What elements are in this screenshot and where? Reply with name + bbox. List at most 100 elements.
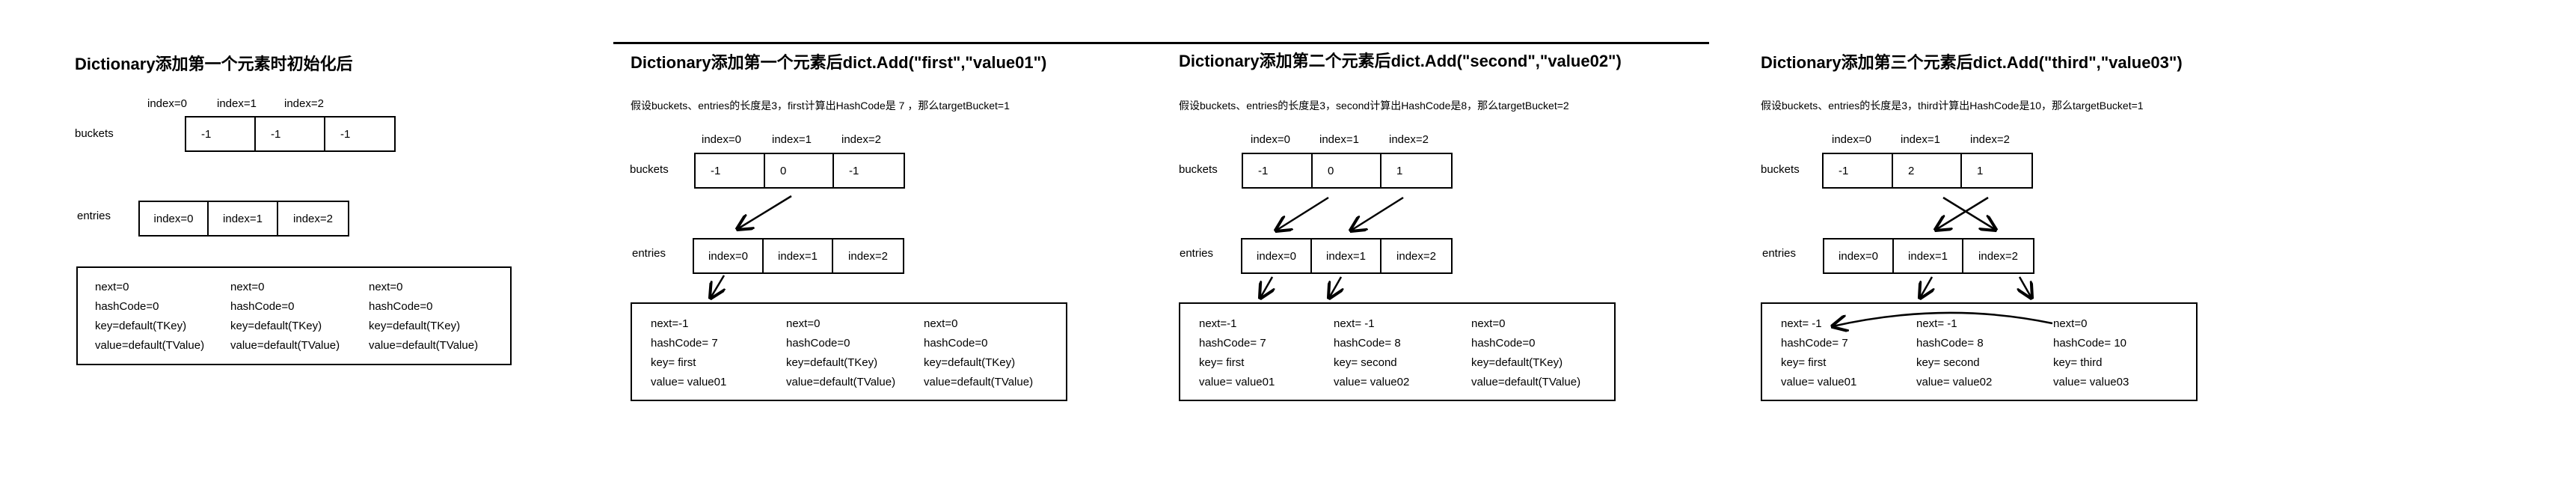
bucket-cell: -1 xyxy=(186,118,256,150)
bucket-index-label: index=0 xyxy=(702,133,741,146)
entry-hashcode: hashCode=0 xyxy=(95,300,159,313)
bucket-cell: 2 xyxy=(1893,154,1962,187)
entry-value: value=default(TValue) xyxy=(786,376,896,388)
bucket-index-label: index=1 xyxy=(1319,133,1359,146)
panel-initialized: Dictionary添加第一个元素时初始化后 buckets index=0 i… xyxy=(0,0,598,485)
bucket-index-label: index=2 xyxy=(1970,133,2010,146)
entries-detail-box xyxy=(1761,302,2198,401)
entries-detail-box xyxy=(1179,302,1616,401)
entry-detail: next=0 hashCode=0 key=default(TKey) valu… xyxy=(924,314,1033,392)
entry-key: key=default(TKey) xyxy=(924,356,1016,369)
buckets-array: -1 2 1 xyxy=(1822,153,2033,189)
entries-array: index=0 index=1 index=2 xyxy=(138,201,349,237)
entry-detail: next=0 hashCode= 10 key= third value= va… xyxy=(2053,314,2129,392)
entry-index-cell: index=2 xyxy=(1396,249,1436,263)
buckets-label: buckets xyxy=(75,127,114,140)
entry-value: value= value01 xyxy=(1199,376,1275,388)
bucket-index-label: index=0 xyxy=(1251,133,1290,146)
buckets-array: -1 -1 -1 xyxy=(185,116,396,152)
entry-hashcode: hashCode= 10 xyxy=(2053,337,2126,350)
entry-detail: next=0 hashCode=0 key=default(TKey) valu… xyxy=(786,314,895,392)
entry-next: next=-1 xyxy=(1199,317,1237,330)
entry-key: key= first xyxy=(651,356,696,369)
bucket-cell: -1 xyxy=(1243,154,1313,187)
entry-index-cell: index=1 xyxy=(209,202,278,235)
buckets-label: buckets xyxy=(1761,163,1800,176)
bucket-index-label: index=2 xyxy=(284,97,324,110)
entry-next: next=0 xyxy=(95,281,129,293)
entry-detail: next=0 hashCode=0 key=default(TKey) valu… xyxy=(230,278,340,356)
entry-next: next= -1 xyxy=(1916,317,1957,330)
entry-key: key= third xyxy=(2053,356,2103,369)
entry-detail: next= -1 hashCode= 8 key= second value= … xyxy=(1334,314,1409,392)
entry-key: key=default(TKey) xyxy=(786,356,878,369)
entry-next: next= -1 xyxy=(1781,317,1822,330)
top-divider-line xyxy=(613,42,1709,44)
entries-array: index=0 index=1 index=2 xyxy=(1241,238,1453,274)
panel-title: Dictionary添加第三个元素后dict.Add("third","valu… xyxy=(1761,53,2183,72)
bucket-cell: 1 xyxy=(1977,164,1984,177)
entry-next: next=0 xyxy=(786,317,821,330)
bucket-cell: -1 xyxy=(849,164,859,177)
entry-hashcode: hashCode= 7 xyxy=(1781,337,1848,350)
bucket-index-label: index=1 xyxy=(772,133,812,146)
bucket-index-label: index=0 xyxy=(147,97,187,110)
entry-index-cell: index=1 xyxy=(1894,240,1963,272)
entry-detail: next=0 hashCode=0 key=default(TKey) valu… xyxy=(369,278,478,356)
bucket-cell: -1 xyxy=(256,118,325,150)
entries-array: index=0 index=1 index=2 xyxy=(693,238,904,274)
entry-hashcode: hashCode=0 xyxy=(786,337,850,350)
entry-index-cell: index=1 xyxy=(1312,240,1381,272)
entry-hashcode: hashCode= 8 xyxy=(1916,337,1984,350)
entry-hashcode: hashCode=0 xyxy=(369,300,433,313)
bucket-index-label: index=0 xyxy=(1832,133,1871,146)
entry-hashcode: hashCode= 7 xyxy=(1199,337,1266,350)
bucket-cell: 1 xyxy=(1396,164,1403,177)
buckets-array: -1 0 -1 xyxy=(694,153,905,189)
entry-value: value= value03 xyxy=(2053,376,2129,388)
entry-key: key= second xyxy=(1916,356,1980,369)
entry-detail: next= -1 hashCode= 7 key= first value= v… xyxy=(1781,314,1856,392)
entry-hashcode: hashCode=0 xyxy=(230,300,295,313)
panel-description: 假设buckets、entries的长度是3，first计算出HashCode是… xyxy=(631,100,1010,112)
entry-detail: next=0 hashCode=0 key=default(TKey) valu… xyxy=(1471,314,1580,392)
entry-value: value=default(TValue) xyxy=(1471,376,1581,388)
entry-value: value=default(TValue) xyxy=(95,339,205,352)
entry-next: next=0 xyxy=(1471,317,1506,330)
entry-next: next=-1 xyxy=(651,317,689,330)
entries-label: entries xyxy=(1180,247,1214,260)
entry-detail: next=-1 hashCode= 7 key= first value= va… xyxy=(1199,314,1275,392)
entry-value: value=default(TValue) xyxy=(369,339,479,352)
entry-index-cell: index=2 xyxy=(848,249,888,263)
bucket-index-label: index=2 xyxy=(841,133,881,146)
entry-next: next=0 xyxy=(924,317,958,330)
panel-description: 假设buckets、entries的长度是3，second计算出HashCode… xyxy=(1179,100,1569,112)
panel-title: Dictionary添加第一个元素后dict.Add("first","valu… xyxy=(631,53,1047,72)
entries-label: entries xyxy=(77,210,111,222)
buckets-label: buckets xyxy=(630,163,669,176)
entry-next: next=0 xyxy=(230,281,265,293)
entry-index-cell: index=2 xyxy=(293,212,333,225)
entry-detail: next=-1 hashCode= 7 key= first value= va… xyxy=(651,314,726,392)
entries-detail-box xyxy=(631,302,1067,401)
bucket-index-label: index=1 xyxy=(217,97,257,110)
bucket-index-label: index=1 xyxy=(1901,133,1940,146)
entry-key: key= second xyxy=(1334,356,1397,369)
entry-value: value= value02 xyxy=(1916,376,1993,388)
bucket-cell: -1 xyxy=(340,127,351,141)
entry-index-cell: index=0 xyxy=(694,240,764,272)
entry-key: key= first xyxy=(1781,356,1827,369)
entry-index-cell: index=2 xyxy=(1978,249,2018,263)
entry-key: key=default(TKey) xyxy=(369,320,461,332)
entries-label: entries xyxy=(632,247,666,260)
entry-value: value=default(TValue) xyxy=(230,339,340,352)
bucket-cell: -1 xyxy=(696,154,765,187)
entry-value: value= value01 xyxy=(651,376,727,388)
entries-array: index=0 index=1 index=2 xyxy=(1823,238,2034,274)
entry-index-cell: index=0 xyxy=(1824,240,1894,272)
entry-key: key= first xyxy=(1199,356,1245,369)
entry-value: value=default(TValue) xyxy=(924,376,1034,388)
entry-value: value= value01 xyxy=(1781,376,1857,388)
buckets-label: buckets xyxy=(1179,163,1218,176)
panel-title: Dictionary添加第一个元素时初始化后 xyxy=(75,55,353,73)
